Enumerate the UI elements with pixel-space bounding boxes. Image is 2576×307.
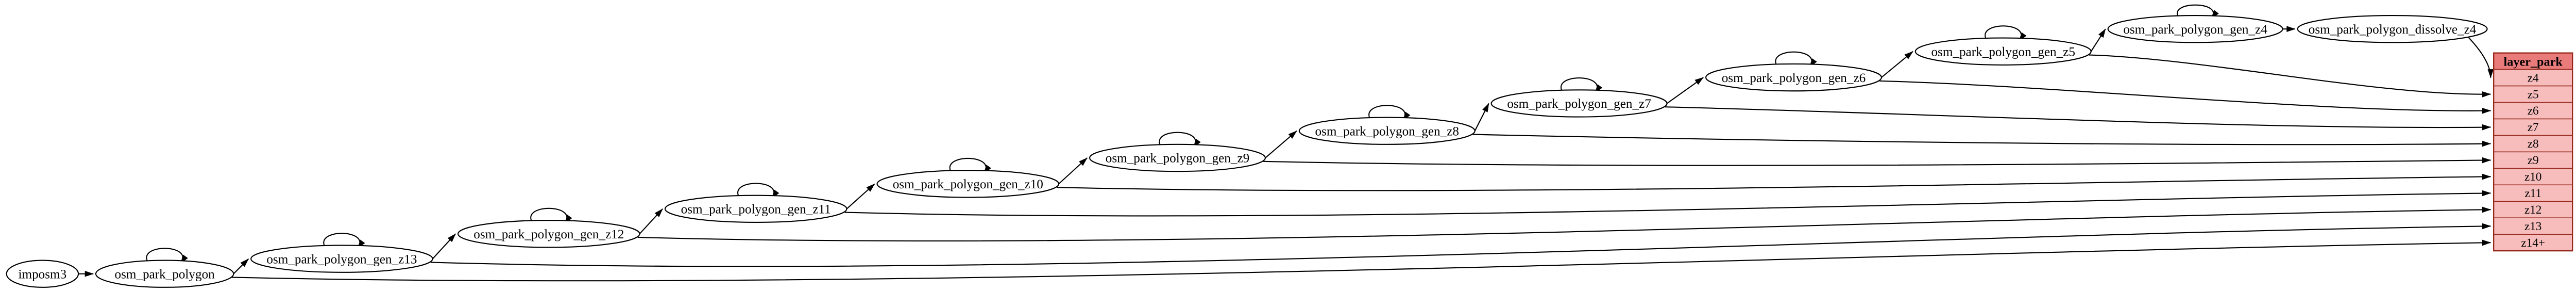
node-label-osm_park_polygon_dissolve_z4: osm_park_polygon_dissolve_z4 xyxy=(2309,23,2477,37)
self-loop-edge-osm_park_polygon_gen_z13 xyxy=(323,233,365,249)
node-label-osm_park_polygon_gen_z10: osm_park_polygon_gen_z10 xyxy=(893,177,1043,191)
edge-osm_park_polygon_gen_z13-to-row-z13 xyxy=(430,223,2492,267)
edge-osm_park_polygon_gen_z7-to-row-z7 xyxy=(1665,106,2492,131)
edges-layer xyxy=(78,4,2494,282)
table-row-label-z9: z9 xyxy=(2528,154,2539,167)
table-row-z14+ xyxy=(2493,234,2573,251)
self-loop-edge-osm_park_polygon_gen_z9 xyxy=(1159,132,1201,148)
edge-osm_park_polygon-to-osm_park_polygon_gen_z13 xyxy=(233,258,249,274)
edge-osm_park_polygon_gen_z10-to-row-z10 xyxy=(1057,173,2492,191)
table-row-label-z6: z6 xyxy=(2528,104,2539,118)
edge-osm_park_polygon_gen_z6-to-osm_park_polygon_gen_z5 xyxy=(1881,51,1913,78)
node-osm_park_polygon_gen_z10: osm_park_polygon_gen_z10 xyxy=(876,170,1060,198)
node-label-osm_park_polygon_gen_z7: osm_park_polygon_gen_z7 xyxy=(1507,97,1651,111)
node-osm_park_polygon_gen_z6: osm_park_polygon_gen_z6 xyxy=(1705,63,1882,92)
node-ellipse-osm_park_polygon_gen_z10 xyxy=(876,170,1060,198)
self-loop-edge-osm_park_polygon_gen_z4 xyxy=(2177,4,2219,19)
self-loop-edge-osm_park_polygon_gen_z11 xyxy=(737,183,779,199)
table-header-label: layer_park xyxy=(2504,55,2563,69)
node-label-osm_park_polygon_gen_z12: osm_park_polygon_gen_z12 xyxy=(473,228,624,241)
node-label-osm_park_polygon_gen_z6: osm_park_polygon_gen_z6 xyxy=(1722,71,1866,85)
node-osm_park_polygon_gen_z9: osm_park_polygon_gen_z9 xyxy=(1089,143,1266,172)
edge-osm_park_polygon_gen_z8-to-row-z8 xyxy=(1472,134,2492,147)
node-osm_park_polygon: osm_park_polygon xyxy=(95,260,234,288)
node-ellipse-imposm3 xyxy=(6,260,79,288)
node-ellipse-osm_park_polygon_gen_z13 xyxy=(250,245,433,273)
node-ellipse-osm_park_polygon_gen_z12 xyxy=(457,220,640,248)
diagram-canvas: imposm3 osm_park_polygon osm_park_polygon_… xyxy=(6,4,2573,288)
node-ellipse-osm_park_polygon_gen_z8 xyxy=(1298,117,1476,145)
node-ellipse-osm_park_polygon_dissolve_z4 xyxy=(2297,14,2488,43)
table-row-label-z14+: z14+ xyxy=(2521,236,2545,250)
node-osm_park_polygon_gen_z11: osm_park_polygon_gen_z11 xyxy=(664,195,848,223)
self-loop-edge-osm_park_polygon_gen_z12 xyxy=(530,207,572,224)
edge-osm_park_polygon-to-row-z14+ xyxy=(231,239,2492,282)
node-osm_park_polygon_gen_z7: osm_park_polygon_gen_z7 xyxy=(1490,89,1668,118)
self-loop-edge-osm_park_polygon_gen_z5 xyxy=(1985,25,2027,42)
node-imposm3: imposm3 xyxy=(6,260,79,288)
node-label-imposm3: imposm3 xyxy=(19,267,67,281)
edge-osm_park_polygon_gen_z6-to-row-z6 xyxy=(1879,80,2492,114)
edge-osm_park_polygon_gen_z12-to-row-z12 xyxy=(637,206,2492,242)
edge-osm_park_polygon_gen_z9-to-osm_park_polygon_gen_z8 xyxy=(1265,130,1297,158)
table-row-label-z7: z7 xyxy=(2528,121,2539,134)
node-label-osm_park_polygon_gen_z8: osm_park_polygon_gen_z8 xyxy=(1315,124,1459,138)
node-ellipse-osm_park_polygon_gen_z9 xyxy=(1089,143,1266,172)
edge-osm_park_polygon_gen_z5-to-osm_park_polygon_gen_z4 xyxy=(2090,28,2106,52)
node-osm_park_polygon_dissolve_z4: osm_park_polygon_dissolve_z4 xyxy=(2297,14,2488,43)
table-row-label-z12: z12 xyxy=(2524,203,2542,217)
table-row-z4 xyxy=(2493,69,2573,87)
node-label-osm_park_polygon_gen_z5: osm_park_polygon_gen_z5 xyxy=(1931,45,2075,59)
edge-osm_park_polygon_gen_z12-to-osm_park_polygon_gen_z11 xyxy=(639,208,663,234)
node-label-osm_park_polygon_gen_z4: osm_park_polygon_gen_z4 xyxy=(2123,23,2267,37)
self-loop-edge-osm_park_polygon_gen_z7 xyxy=(1561,77,1603,93)
edge-osm_park_polygon_gen_z5-to-row-z5 xyxy=(2089,54,2492,98)
edge-osm_park_polygon_gen_z10-to-osm_park_polygon_gen_z9 xyxy=(1058,157,1088,185)
table-outline xyxy=(2493,52,2573,252)
self-loop-edge-osm_park_polygon_gen_z8 xyxy=(1368,105,1411,121)
node-label-osm_park_polygon_gen_z13: osm_park_polygon_gen_z13 xyxy=(266,252,417,266)
node-osm_park_polygon_gen_z4: osm_park_polygon_gen_z4 xyxy=(2107,14,2283,43)
node-label-osm_park_polygon_gen_z9: osm_park_polygon_gen_z9 xyxy=(1106,152,1249,166)
node-ellipse-osm_park_polygon xyxy=(95,260,234,288)
node-osm_park_polygon_gen_z13: osm_park_polygon_gen_z13 xyxy=(250,245,433,273)
self-loop-edge-osm_park_polygon_gen_z10 xyxy=(949,158,991,174)
node-ellipse-osm_park_polygon_gen_z5 xyxy=(1914,37,2092,66)
node-label-osm_park_polygon_gen_z11: osm_park_polygon_gen_z11 xyxy=(681,203,831,217)
edge-osm_park_polygon_gen_z11-to-osm_park_polygon_gen_z10 xyxy=(846,183,875,209)
table-row-label-z11: z11 xyxy=(2524,187,2541,200)
layer-table: layer_park z4 z5 z6 z7 z8 z9 z10 z11 z12 z13 z14+ xyxy=(2493,52,2573,252)
table-row-label-z13: z13 xyxy=(2524,220,2542,233)
self-loop-edge-osm_park_polygon_gen_z6 xyxy=(1775,51,1817,68)
edge-osm_park_polygon_dissolve_z4-to-row-z4 xyxy=(2467,37,2494,78)
table-row-label-z5: z5 xyxy=(2528,88,2539,101)
node-osm_park_polygon_gen_z12: osm_park_polygon_gen_z12 xyxy=(457,220,640,248)
node-osm_park_polygon_gen_z8: osm_park_polygon_gen_z8 xyxy=(1298,117,1476,145)
self-loop-edge-osm_park_polygon xyxy=(146,248,188,264)
edge-osm_park_polygon_gen_z7-to-osm_park_polygon_gen_z6 xyxy=(1666,77,1704,104)
etl-graph: imposm3 osm_park_polygon osm_park_polygon_… xyxy=(6,4,2573,288)
node-osm_park_polygon_gen_z5: osm_park_polygon_gen_z5 xyxy=(1914,37,2092,66)
edge-osm_park_polygon_gen_z11-to-row-z11 xyxy=(844,190,2492,217)
node-ellipse-osm_park_polygon_gen_z11 xyxy=(664,195,848,223)
edge-osm_park_polygon_gen_z9-to-row-z9 xyxy=(1263,157,2492,166)
edge-osm_park_polygon_gen_z8-to-osm_park_polygon_gen_z7 xyxy=(1474,103,1489,132)
table-row-z9 xyxy=(2493,151,2573,169)
node-ellipse-osm_park_polygon_gen_z4 xyxy=(2107,14,2283,43)
node-ellipse-osm_park_polygon_gen_z6 xyxy=(1705,63,1882,92)
node-ellipse-osm_park_polygon_gen_z7 xyxy=(1490,89,1668,118)
table-row-label-z10: z10 xyxy=(2524,170,2542,184)
edge-osm_park_polygon_gen_z13-to-osm_park_polygon_gen_z12 xyxy=(432,233,456,260)
table-row-label-z4: z4 xyxy=(2528,71,2539,85)
table-row-label-z8: z8 xyxy=(2528,137,2539,151)
node-label-osm_park_polygon: osm_park_polygon xyxy=(115,267,215,281)
